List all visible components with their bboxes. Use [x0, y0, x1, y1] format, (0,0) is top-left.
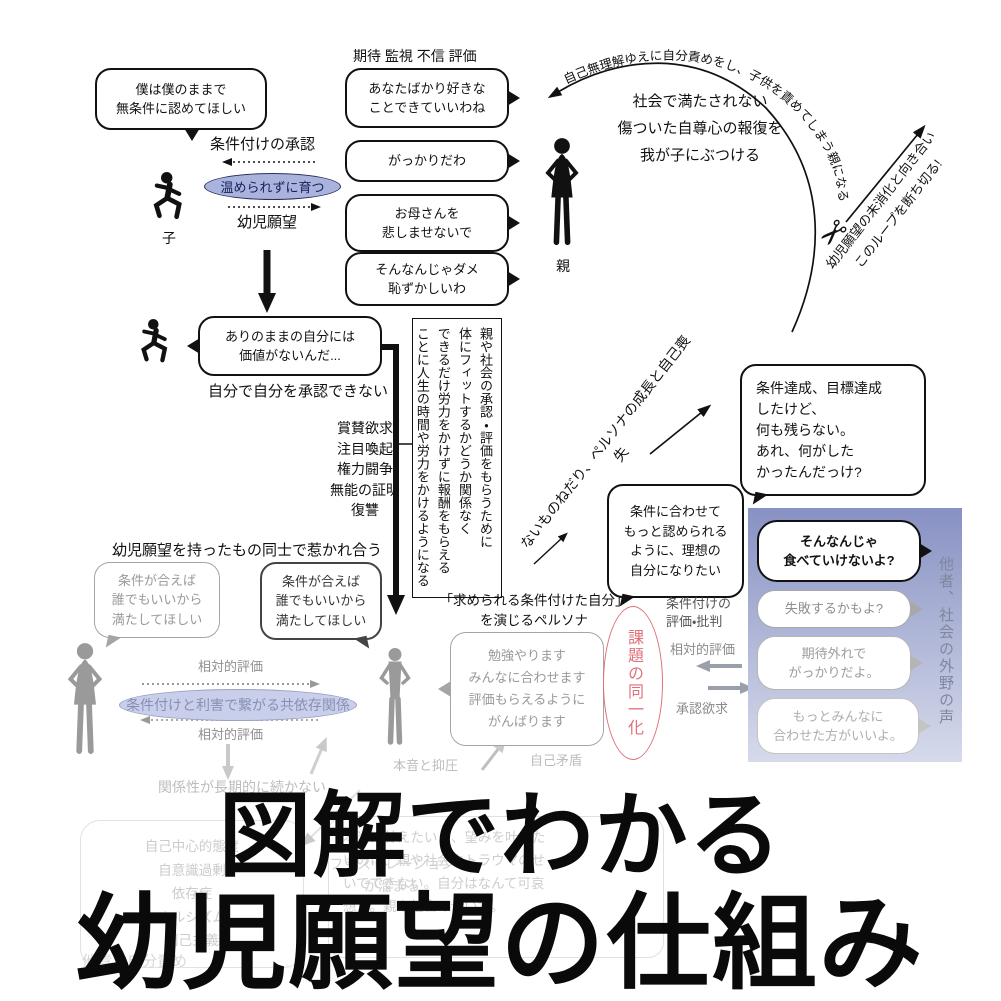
desire-list: 賞賛欲求 注目喚起 権力闘争 無能の証明 復讐: [330, 420, 400, 519]
persona-caption: 「求められる条件付けた自分」 を演じるペルソナ: [439, 593, 629, 629]
parent-bubble-1: あなたばかり好きな ことできていいわね: [345, 68, 520, 128]
task-identification-ellipse: 課題の同一化: [603, 606, 663, 760]
faded-up-arrow-mid: [480, 738, 507, 771]
codependency-ellipse: 条件付けと利害で繋がる共依存関係: [119, 689, 357, 721]
parent-bubble-3: お母さんを 悲しませないで: [345, 194, 520, 252]
warmth-ellipse: 温められずに育つ: [204, 173, 341, 200]
parent-figure-icon: [534, 128, 590, 258]
warmth-ellipse-label: 温められずに育つ: [220, 180, 325, 195]
attraction-header: 幼児願望を持ったもの同士で惹かれ合う: [112, 542, 383, 559]
parent-attitude-header: 期待 監視 不信 評価: [353, 48, 477, 64]
achievement-emptiness-bubble: 条件達成、目標達成 したけど、 何も残らない。 あれ、何がした かったんだっけ?: [740, 364, 926, 496]
cannot-self-approve-label: 自分で自分を承認できない: [208, 383, 389, 400]
woman-gray-icon: [56, 636, 114, 764]
faded-relationship-note: 関係性が長期的に続かない: [158, 779, 326, 795]
effort-avoidance-box: 親や社会の承認・評価をもらうために 体にフィットするかどうか関係なく できるだけ…: [412, 318, 502, 598]
man-gray-icon: [370, 628, 420, 766]
outside-voices-box: そんなんじゃ 食べていけないよ? 失敗するかもよ? 期待外れで がっかりだよ。 …: [748, 508, 962, 762]
voice-bubble-4: もっとみんなに 合わせた方がいいよ。: [757, 698, 931, 754]
codependency-right-bubble: 条件が合えば 誰でもいいから 満たしてほしい: [260, 562, 382, 640]
child-label: 子: [162, 230, 176, 246]
codependency-left-bubble: 条件が合えば 誰でもいいから 満たしてほしい: [94, 562, 220, 638]
child-runner-icon: [148, 158, 200, 236]
task-identification-label: 課題の同一化: [625, 629, 642, 737]
outside-voices-vertical-label: 他者、社会の外野の声: [937, 556, 954, 726]
faded-victim-bubble: 本当は甘えたいし、望みを叶えた いのに、親や社会やトラウマのせ いでできない。自…: [328, 816, 664, 958]
voice-bubble-1: そんなんじゃ 食べていけないよ?: [757, 520, 932, 582]
child-wish-bubble: 僕は僕のままで 無条件に認めてほしい: [95, 68, 267, 141]
relative-eval-bottom-label: 相対的評価: [198, 727, 264, 742]
faded-frustration-note: フラストレーション が溜まる: [329, 856, 455, 895]
ideal-self-bubble: 条件に合わせて もっと認められる ように、理想の 自分になりたい: [607, 484, 744, 598]
approval-desire-label: 承認欲求: [676, 701, 729, 716]
conditional-criticism-label: 条件付けの 評価・批判: [666, 596, 732, 630]
voice-bubble-3: 期待外れで がっかりだよ。: [757, 636, 923, 690]
faded-up-arrow-left: [309, 736, 327, 775]
relative-eval-top-label: 相対的評価: [198, 659, 264, 674]
faded-honne-note: 本音と抑圧: [393, 758, 459, 773]
relative-eval-label: 相対的評価: [670, 642, 736, 657]
parent-label: 親: [556, 258, 570, 274]
faded-traits-box: 自己中心的態度 自意識過剰 依存症 ナルシズム 利己主義: [80, 820, 304, 968]
self-denial-bubble: ありのままの自分には 価値がないんだ...: [187, 316, 382, 376]
child-runner2-icon: [136, 306, 184, 378]
voice-bubble-2: 失敗するかもよ?: [757, 590, 923, 628]
faded-blame-note: 他責と自分責め: [82, 953, 188, 970]
parent-bubble-2: がっかりだわ: [345, 140, 520, 182]
codependency-ellipse-label: 条件付けと利害で繋がる共依存関係: [126, 697, 350, 713]
revenge-note: 社会で満たされない 傷ついた自尊心の報復を 我が子にぶつける: [617, 93, 783, 164]
infant-wish-label: 幼児願望: [237, 214, 298, 231]
persona-bubble: 勉強やります みんなに合わせます 評価もらえるように がんばります: [438, 632, 604, 746]
faded-contradiction-note: 自己矛盾: [530, 753, 583, 768]
conditional-approval-label: 条件付けの承認: [210, 136, 316, 153]
parent-bubble-4: そんなんじゃダメ 恥ずかしいわ: [345, 252, 520, 306]
